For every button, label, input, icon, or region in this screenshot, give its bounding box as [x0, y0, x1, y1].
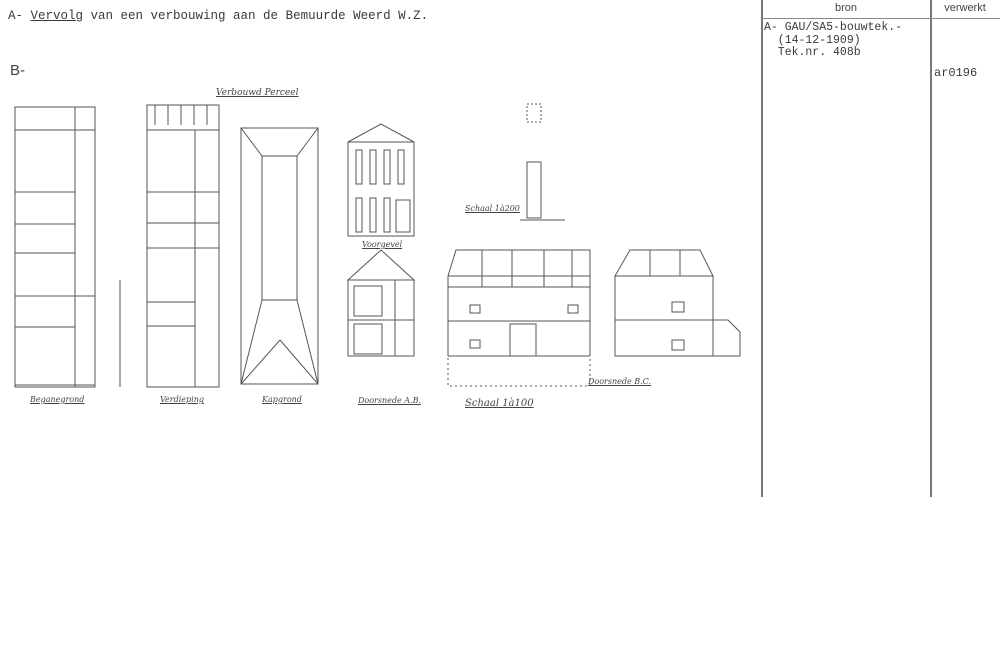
label-scale-200: Schaal 1à200 [465, 204, 520, 213]
roof-plan [240, 127, 319, 385]
table-divider-left [761, 0, 763, 497]
section-b-marker: B- [10, 62, 25, 79]
source-line: (14-12-1909) [764, 33, 861, 47]
label-roof-plan: Kapgrond [262, 395, 302, 404]
section-bc [614, 249, 741, 357]
section-ab [346, 249, 416, 357]
label-section-ab: Doorsnede A.B. [358, 396, 422, 405]
table-divider-right [930, 0, 932, 497]
section-long [447, 249, 591, 387]
ground-floor-plan [14, 106, 96, 388]
front-facade [347, 123, 415, 237]
processed-code: ar0196 [934, 66, 978, 80]
column-header-verwerkt: verwerkt [944, 2, 986, 14]
label-title: Verbouwd Perceel [216, 88, 299, 98]
source-reference: A- GAU/SA5-bouwtek.- (14-12-1909) Tek.nr… [764, 21, 903, 60]
site-fragment [520, 103, 565, 221]
source-line: Tek.nr. 408b [764, 46, 861, 59]
heading-prefix: A- [8, 9, 31, 23]
architectural-drawings [14, 103, 741, 388]
heading-text: van een verbouwing aan de Bemuurde Weerd… [83, 9, 429, 23]
first-floor-plan [146, 104, 220, 388]
source-line: A- GAU/SA5-bouwtek.- [764, 21, 903, 34]
label-scale-100: Schaal 1à100 [465, 398, 534, 409]
label-facade: Voorgevel [362, 240, 403, 249]
label-ground-floor: Beganegrond [30, 395, 85, 404]
label-section-bc: Doorsnede B.C. [588, 377, 652, 386]
document-heading: A- Vervolg van een verbouwing aan de Bem… [8, 9, 428, 23]
column-header-bron: bron [834, 2, 858, 14]
heading-underlined: Vervolg [30, 9, 84, 23]
table-header-line [761, 18, 1000, 19]
label-first-floor: Verdieping [160, 395, 204, 404]
